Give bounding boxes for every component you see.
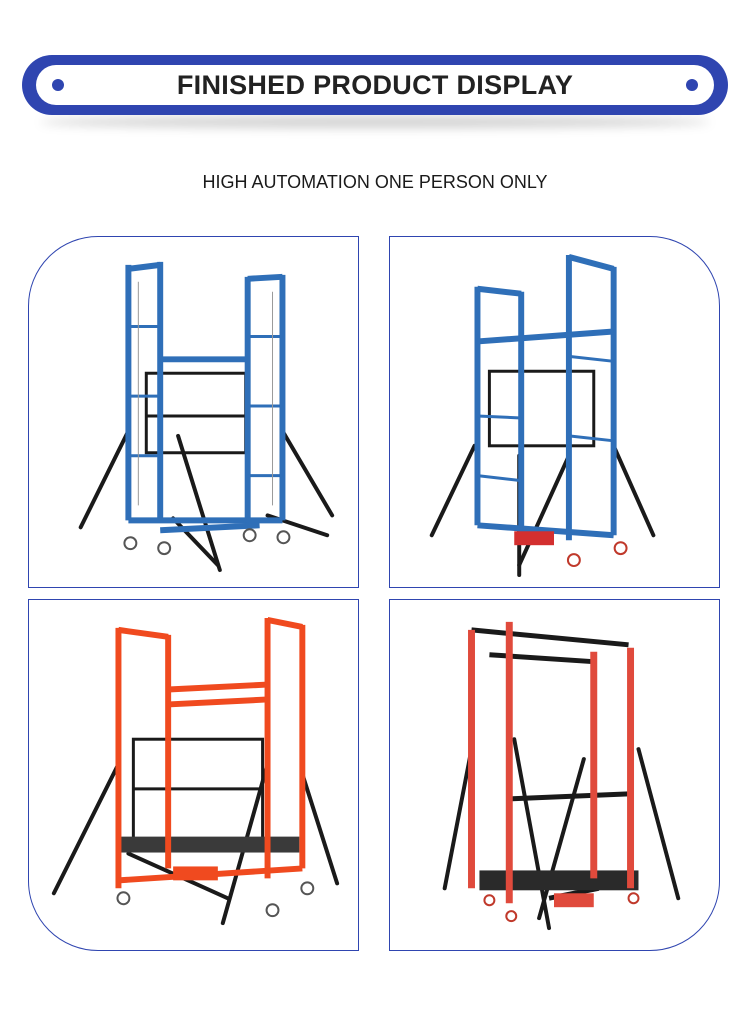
product-image-blue-front	[28, 236, 359, 588]
banner-dot-right	[686, 79, 698, 91]
blue-scaffold-angled-illustration	[429, 254, 656, 577]
platform-deck	[479, 870, 639, 891]
banner-shadow	[40, 116, 710, 128]
product-image-red-black	[389, 599, 720, 951]
page-subtitle: HIGH AUTOMATION ONE PERSON ONLY	[202, 172, 548, 192]
orange-scaffold-illustration	[51, 617, 340, 926]
motor-box	[554, 893, 594, 908]
page-title: FINISHED PRODUCT DISPLAY	[176, 69, 574, 100]
blue-scaffold-front-illustration	[78, 261, 335, 573]
red-black-scaffold-illustration	[442, 621, 681, 931]
section-banner: FINISHED PRODUCT DISPLAY	[22, 55, 728, 115]
motor-box	[514, 531, 555, 546]
banner-inner: FINISHED PRODUCT DISPLAY	[36, 65, 714, 105]
product-image-blue-angled	[389, 236, 720, 588]
platform-deck	[120, 836, 300, 853]
product-image-orange	[28, 599, 359, 951]
motor-box	[173, 866, 218, 881]
banner-dot-left	[52, 79, 64, 91]
